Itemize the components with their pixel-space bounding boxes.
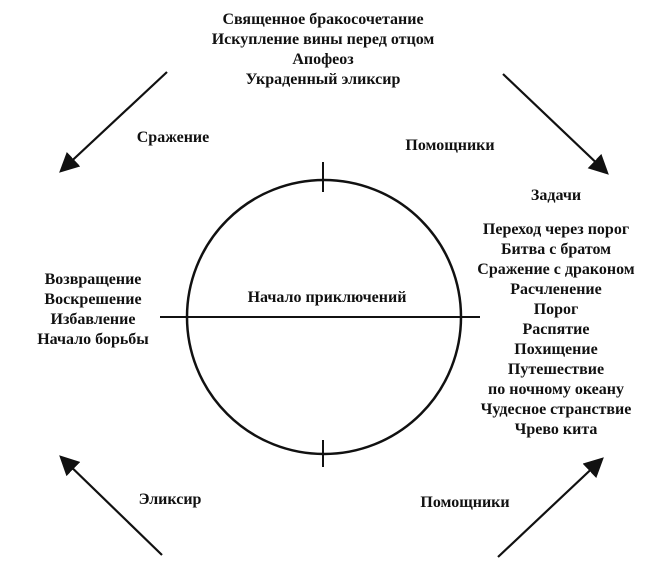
return-stage-list: Возвращение Воскрешение Избавление Начал…: [23, 270, 163, 350]
task-item: Похищение: [514, 341, 598, 358]
top-stage-line: Украденный эликсир: [245, 71, 401, 88]
task-item: Расчленение: [510, 281, 602, 298]
top-stage-line: Священное бракосочетание: [222, 11, 424, 28]
arrow-bottom-right-icon: [497, 457, 604, 558]
return-stage-line: Избавление: [50, 311, 136, 328]
task-item: Путешествие: [507, 361, 605, 378]
arrow-bottom-left-icon: [59, 455, 163, 556]
helpers-top-label: Помощники: [405, 137, 495, 154]
arrow-top-left-icon: [59, 71, 168, 173]
top-stage-list: Священное бракосочетание Искупление вины…: [73, 10, 573, 90]
task-item: Чрево кита: [514, 421, 598, 438]
task-item: Битва с братом: [500, 241, 612, 258]
task-item: Чудесное странствие: [480, 401, 632, 418]
return-stage-line: Начало борьбы: [37, 331, 149, 348]
task-item: Сражение с драконом: [477, 261, 635, 278]
helpers-bottom-label: Помощники: [420, 494, 510, 511]
top-stage-line: Апофеоз: [292, 51, 354, 68]
task-item: Порог: [533, 301, 579, 318]
arrow-top-right-icon: [502, 73, 609, 175]
task-item: по ночному океану: [488, 381, 624, 398]
task-item: Переход через порог: [482, 221, 630, 238]
return-stage-line: Воскрешение: [44, 291, 142, 308]
task-item: Распятие: [522, 321, 590, 338]
return-stage-line: Возвращение: [44, 271, 142, 288]
tasks-heading: Задачи: [530, 187, 582, 204]
circle-center-label: Начало приключений: [247, 289, 407, 306]
elixir-label: Эликсир: [138, 491, 202, 508]
battle-label: Сражение: [136, 129, 210, 146]
tasks-block: Задачи Переход через порог Битва с брато…: [446, 186, 666, 440]
top-stage-line: Искупление вины перед отцом: [211, 31, 435, 48]
